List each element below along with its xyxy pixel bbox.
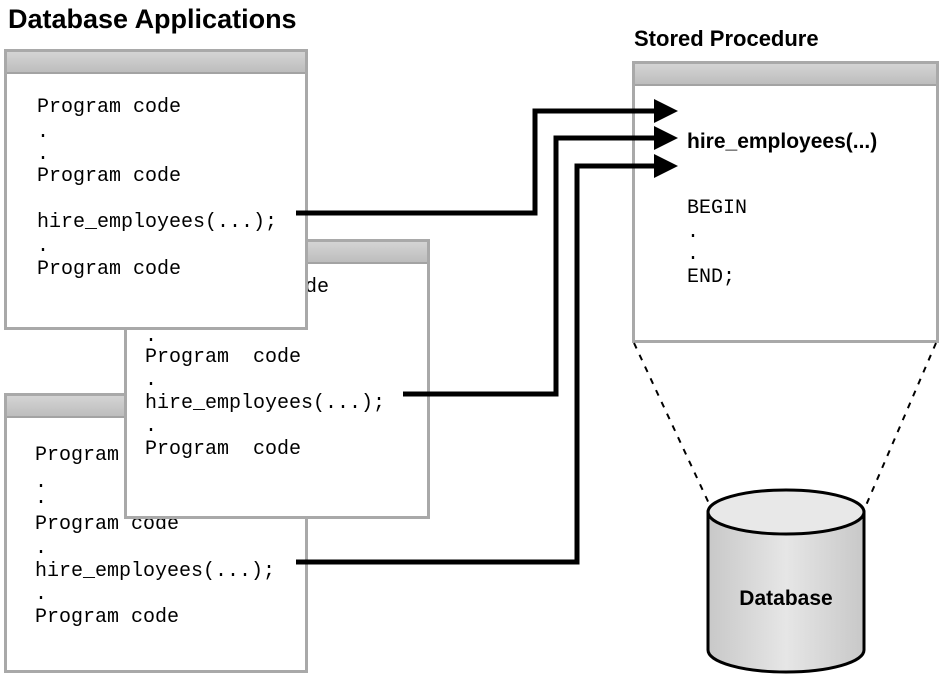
- ellipsis-dot: .: [37, 235, 50, 258]
- ellipsis-dot: .: [145, 415, 158, 438]
- ellipsis-dot: .: [145, 369, 158, 392]
- stored-procedure-title: Stored Procedure: [634, 26, 819, 51]
- arrow-path-3: [296, 163, 656, 565]
- arrow-head-2: [654, 126, 678, 150]
- arrow-head-1: [654, 99, 678, 123]
- ellipsis-dot: .: [35, 471, 48, 494]
- ellipsis-dot: .: [35, 487, 48, 510]
- database-cylinder: [706, 488, 866, 674]
- program-code-line: Program code: [145, 346, 302, 369]
- arrow-path-2: [403, 135, 656, 397]
- program-code-line: Program code: [37, 165, 182, 188]
- ellipsis-dot: .: [35, 537, 48, 560]
- ellipsis-dot: .: [687, 243, 700, 266]
- database-label: Database: [739, 587, 833, 610]
- projection-line-right: [863, 342, 937, 511]
- stored-procedure-window: hire_employees(...) BEGIN . . END;: [632, 61, 939, 343]
- procedure-end: END;: [687, 266, 736, 289]
- arrow-head-3: [654, 154, 678, 178]
- program-code-line: Program code: [145, 438, 302, 461]
- procedure-name: hire_employees(...): [687, 130, 878, 153]
- program-code-line: Program code: [37, 96, 182, 119]
- ellipsis-dot: .: [687, 221, 700, 244]
- app-window-1: Program code . . Program code hire_emplo…: [4, 49, 308, 330]
- hire-employees-call: hire_employees(...);: [145, 392, 386, 415]
- ellipsis-dot: .: [37, 121, 50, 144]
- ellipsis-dot: .: [35, 583, 48, 606]
- stored-procedure-titlebar: [635, 64, 936, 86]
- program-code-fragment: de: [305, 276, 330, 299]
- program-code-line: Program code: [37, 258, 182, 281]
- app-window-1-titlebar: [7, 52, 305, 74]
- projection-line-left: [633, 342, 713, 511]
- hire-employees-call: hire_employees(...);: [35, 560, 276, 583]
- hire-employees-call: hire_employees(...);: [37, 211, 278, 234]
- ellipsis-dot: .: [37, 143, 50, 166]
- program-code-line: Program code: [35, 606, 180, 629]
- ellipsis-dot: .: [145, 325, 158, 348]
- diagram-title: Database Applications: [8, 4, 297, 34]
- procedure-begin: BEGIN: [687, 197, 748, 220]
- program-code-line: Program code: [35, 513, 180, 536]
- arrow-path-1: [296, 108, 656, 216]
